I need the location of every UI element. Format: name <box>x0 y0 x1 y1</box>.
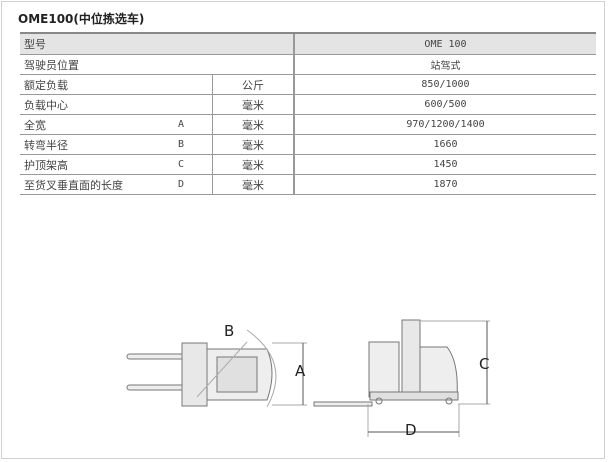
row-unit: 毫米 <box>212 134 294 155</box>
row-value: 站驾式 <box>293 54 596 75</box>
row-label: 负载中心 <box>20 94 174 115</box>
row-letter: D <box>174 174 213 195</box>
page-title: OME100(中位拣选车) <box>18 12 145 26</box>
row-value: 600/500 <box>293 94 596 115</box>
row-value: 1660 <box>293 134 596 155</box>
dimension-a <box>272 342 307 406</box>
row-value: 1870 <box>293 174 596 195</box>
row-unit: 公斤 <box>212 74 294 95</box>
row-value: 1450 <box>293 154 596 175</box>
dimension-c <box>420 320 490 405</box>
row-label: 至货叉垂直面的长度 <box>20 174 174 195</box>
row-unit: 毫米 <box>212 94 294 115</box>
row-letter: A <box>174 114 213 135</box>
row-letter <box>174 74 213 95</box>
row-letter: B <box>174 134 213 155</box>
row-unit: 毫米 <box>212 114 294 135</box>
row-label: 全宽 <box>20 114 174 135</box>
header-label: 型号 <box>20 32 294 55</box>
label-d: D <box>405 421 417 439</box>
label-c: C <box>479 355 489 373</box>
table-header-row: 型号 OME 100 <box>20 32 596 55</box>
row-label: 护顶架高 <box>20 154 174 175</box>
table-row: 驾驶员位置站驾式 <box>20 54 596 75</box>
header-value: OME 100 <box>293 32 596 55</box>
label-b: B <box>224 322 234 340</box>
row-unit: 毫米 <box>212 154 294 175</box>
row-letter: C <box>174 154 213 175</box>
row-label: 额定负载 <box>20 74 174 95</box>
row-label: 转弯半径 <box>20 134 174 155</box>
row-letter <box>174 94 213 115</box>
top-view-truck <box>126 329 277 408</box>
label-a: A <box>295 362 306 380</box>
side-view-truck <box>313 319 459 407</box>
row-value: 850/1000 <box>293 74 596 95</box>
dimension-d <box>367 404 460 437</box>
row-label: 驾驶员位置 <box>20 54 294 75</box>
row-value: 970/1200/1400 <box>293 114 596 135</box>
row-unit: 毫米 <box>212 174 294 195</box>
